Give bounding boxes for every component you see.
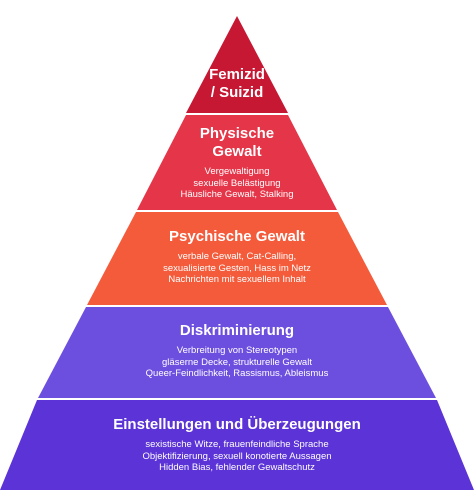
- tier-line: Häusliche Gewalt, Stalking: [180, 189, 294, 200]
- pyramid-tier-shape-femizid: [186, 16, 288, 113]
- tier-title: Physische Gewalt: [199, 125, 275, 160]
- tier-psychische-gewalt: Psychische Gewalt verbale Gewalt, Cat-Ca…: [0, 228, 474, 286]
- tier-line: sexualisierte Gesten, Hass im Netz: [163, 262, 311, 274]
- pyramid-tier-shape-physische-gewalt: [137, 115, 337, 210]
- pyramid-tier-shape-einstellungen: [0, 400, 474, 490]
- tier-line: Hidden Bias, fehlender Gewaltschutz: [159, 462, 315, 473]
- tier-line: sexuelle Belästigung: [193, 177, 281, 189]
- tier-title: Psychische Gewalt: [169, 228, 305, 245]
- tier-title: Femizid / Suizid: [209, 66, 265, 101]
- pyramid-tier-shape-diskriminierung: [38, 307, 436, 398]
- tier-title: Diskriminierung: [179, 322, 295, 339]
- tier-einstellungen: Einstellungen und Überzeugungen sexistis…: [0, 416, 474, 474]
- tier-description: verbale Gewalt, Cat-Calling, sexualisier…: [0, 251, 474, 286]
- tier-line: Queer-Feindlichkeit, Rassismus, Ableismu…: [145, 368, 329, 379]
- tier-physische-gewalt: Physische Gewalt Vergewaltigung sexuelle…: [0, 125, 474, 201]
- tier-description: Verbreitung von Stereotypen gläserne Dec…: [0, 345, 474, 380]
- tier-diskriminierung: Diskriminierung Verbreitung von Stereoty…: [0, 322, 474, 380]
- tier-line: sexistische Witze, frauenfeindliche Spra…: [145, 439, 329, 450]
- tier-description: sexistische Witze, frauenfeindliche Spra…: [0, 439, 474, 474]
- tier-line: Nachrichten mit sexuellem Inhalt: [168, 274, 306, 285]
- tier-line: gläserne Decke, strukturelle Gewalt: [162, 356, 312, 368]
- tier-title: Einstellungen und Überzeugungen: [113, 416, 361, 433]
- tier-description: Vergewaltigung sexuelle Belästigung Häus…: [0, 166, 474, 201]
- tier-line: Verbreitung von Stereotypen: [176, 345, 298, 356]
- pyramid-tier-shape-psychische-gewalt: [87, 212, 387, 305]
- tier-femizid: Femizid / Suizid: [0, 66, 474, 102]
- tier-line: Objektifizierung, sexuell konotierte Aus…: [142, 450, 332, 462]
- tier-line: Vergewaltigung: [204, 166, 270, 177]
- tier-line: verbale Gewalt, Cat-Calling,: [177, 251, 297, 262]
